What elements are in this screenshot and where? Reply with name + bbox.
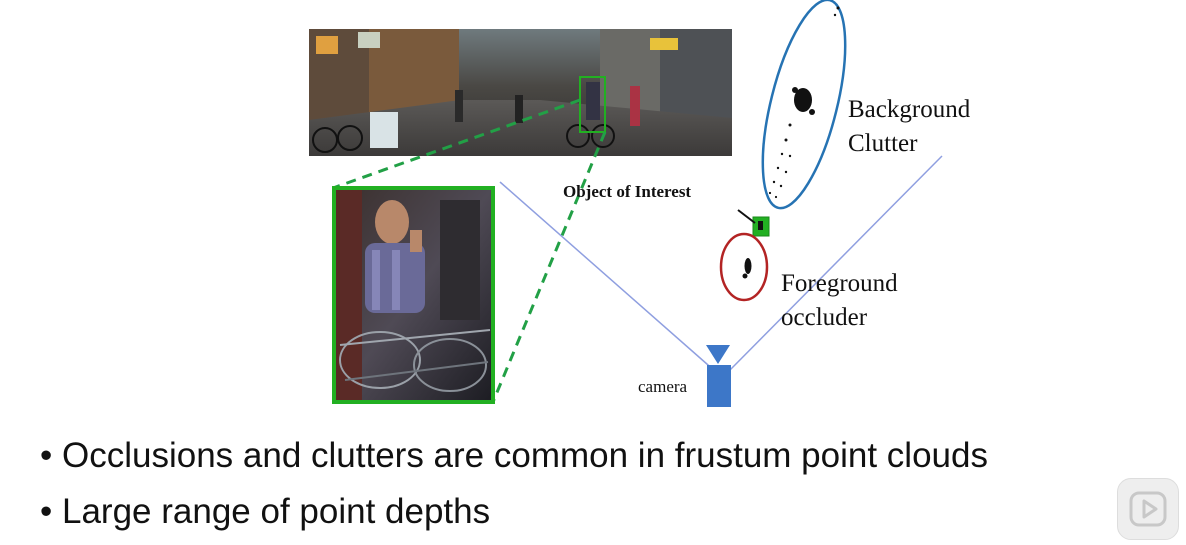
object-points (758, 221, 763, 230)
zoom-line-left (332, 98, 581, 190)
zoomed-crop-photo (334, 188, 493, 402)
background-clutter-points (768, 6, 840, 199)
camera-icon (706, 345, 731, 407)
object-highlight-box (579, 76, 606, 133)
label-camera: camera (638, 377, 688, 396)
label-foreground-occluder: Foreground occluder (781, 270, 904, 331)
street-scene-photo (309, 29, 732, 156)
label-background-clutter: Background Clutter (848, 96, 976, 157)
bullet-text: Large range of point depths (62, 492, 491, 531)
zoomed-crop-frame (332, 186, 495, 404)
frustum-line-right (727, 155, 943, 373)
bullet-item: •Occlusions and clutters are common in f… (40, 436, 988, 475)
foreground-occluder-ellipse (719, 232, 769, 302)
play-icon (1129, 491, 1167, 527)
video-watermark (1117, 478, 1179, 540)
label-object-of-interest: Object of Interest (563, 182, 691, 201)
bullet-item: •Large range of point depths (40, 492, 491, 531)
occluder-points (742, 258, 752, 279)
background-clutter-ellipse (761, 0, 847, 210)
zoom-line-right (491, 131, 607, 403)
bullet-text: Occlusions and clutters are common in fr… (62, 436, 988, 475)
bullet-list: •Occlusions and clutters are common in f… (40, 432, 988, 544)
frustum-line-left (499, 181, 717, 373)
object-pointer-line (737, 209, 756, 224)
